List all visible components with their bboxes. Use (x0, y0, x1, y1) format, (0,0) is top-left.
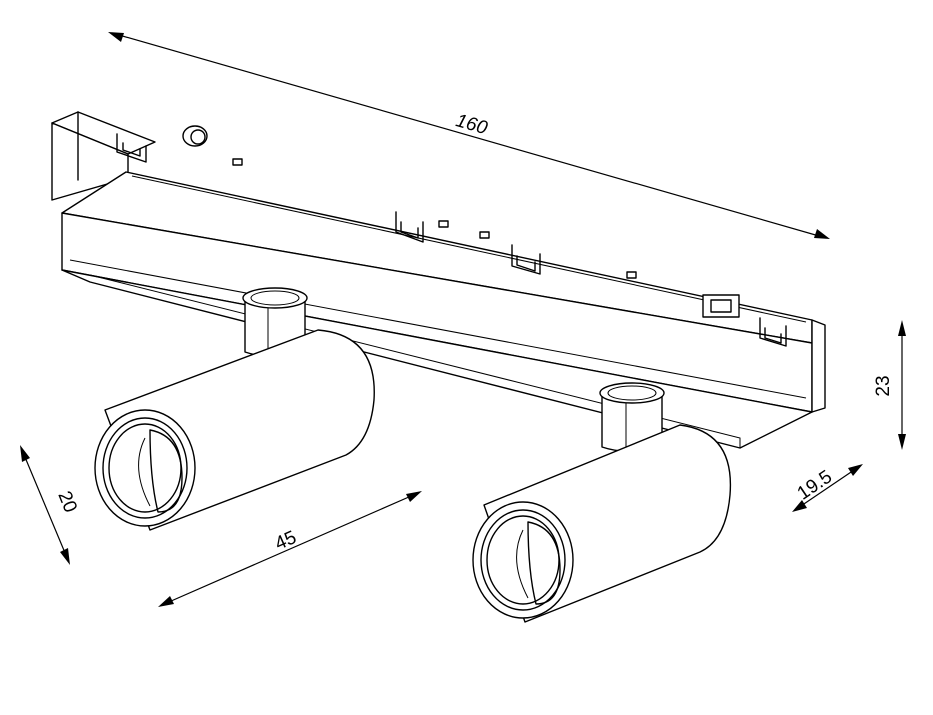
rail-slot (438, 220, 449, 228)
dimension-depth-label: 19.5 (794, 466, 836, 504)
rail-clip-2 (395, 211, 424, 243)
rail-slot (232, 158, 243, 166)
dimension-spot-length-label: 45 (272, 527, 300, 555)
spotlight-left (94, 287, 375, 531)
rail-clip-1 (116, 133, 147, 163)
spotlight-right (472, 382, 732, 623)
rail-slot (626, 271, 637, 279)
dimension-height-label: 23 (873, 375, 894, 396)
connector-pin (182, 125, 208, 147)
rail-switch (702, 294, 740, 318)
dimension-diameter-label: 20 (53, 488, 80, 515)
dimension-height: 23 (873, 320, 906, 450)
rail-clip-3 (511, 244, 541, 275)
dimension-depth: 19.5 (792, 464, 863, 512)
rail-clip-4 (759, 317, 787, 347)
dimension-diameter: 20 (20, 445, 81, 565)
dimension-length-label: 160 (453, 110, 490, 139)
rail-end-face (811, 319, 826, 413)
rail-slot (479, 231, 490, 239)
